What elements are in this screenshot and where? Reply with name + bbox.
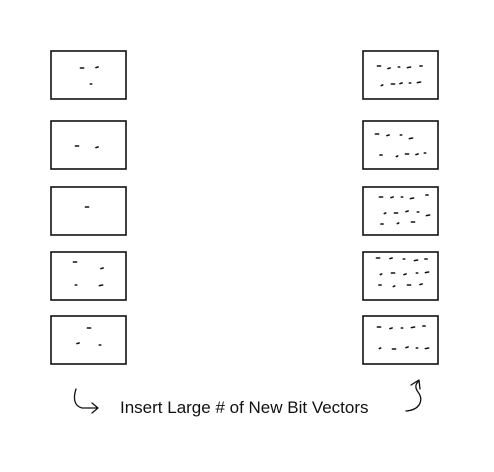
bit-vector-box	[362, 251, 439, 301]
set-bit-mark	[415, 153, 419, 156]
bit-vector-box	[362, 50, 439, 100]
set-bit-mark	[424, 347, 430, 350]
caption-label: Insert Large # of New Bit Vectors	[120, 398, 369, 417]
set-bit-mark	[396, 222, 400, 225]
set-bit-mark	[387, 67, 391, 70]
left-bit-vector-4	[50, 251, 127, 301]
left-bit-vector-2	[50, 120, 127, 170]
bit-vector-box	[362, 315, 439, 365]
bit-vector-box	[362, 186, 439, 236]
left-bit-vector-column	[50, 50, 127, 365]
set-bit-mark	[389, 257, 393, 260]
set-bit-mark	[424, 271, 430, 274]
set-bit-mark	[416, 81, 422, 84]
bit-vector-box	[362, 120, 439, 170]
set-bit-mark	[378, 347, 382, 350]
right-bit-vector-4	[362, 251, 439, 301]
hook-arrow-right-icon	[73, 388, 99, 414]
set-bit-mark	[406, 66, 412, 69]
set-bit-mark	[410, 326, 416, 329]
bit-vector-box	[50, 186, 127, 236]
set-bit-mark	[425, 214, 431, 217]
curved-arrow-up-icon	[405, 379, 422, 412]
set-bit-mark	[409, 197, 415, 200]
set-bit-mark	[399, 82, 403, 85]
set-bit-mark	[95, 146, 99, 149]
right-bit-vector-column	[362, 50, 439, 365]
set-bit-mark	[386, 134, 390, 137]
set-bit-mark	[390, 196, 394, 199]
left-bit-vector-1	[50, 50, 127, 100]
left-bit-vector-5	[50, 315, 127, 365]
set-bit-mark	[383, 212, 387, 215]
set-bit-mark	[392, 285, 396, 288]
set-bit-mark	[405, 346, 409, 349]
set-bit-mark	[76, 342, 80, 345]
set-bit-mark	[419, 283, 423, 286]
right-bit-vector-3	[362, 186, 439, 236]
right-bit-vector-1	[362, 50, 439, 100]
left-bit-vector-3	[50, 186, 127, 236]
bit-vector-box	[50, 120, 127, 170]
set-bit-mark	[389, 327, 393, 330]
set-bit-mark	[380, 84, 384, 87]
bit-vector-box	[50, 315, 127, 365]
bit-vector-box	[50, 50, 127, 100]
set-bit-mark	[405, 210, 409, 213]
set-bit-mark	[100, 267, 104, 270]
right-bit-vector-5	[362, 315, 439, 365]
set-bit-mark	[395, 155, 399, 158]
set-bit-mark	[95, 66, 99, 69]
set-bit-mark	[98, 284, 104, 287]
set-bit-mark	[413, 259, 419, 262]
bit-vector-box	[50, 251, 127, 301]
set-bit-mark	[379, 273, 383, 276]
set-bit-mark	[408, 137, 414, 140]
set-bit-mark	[403, 273, 407, 276]
right-bit-vector-2	[362, 120, 439, 170]
